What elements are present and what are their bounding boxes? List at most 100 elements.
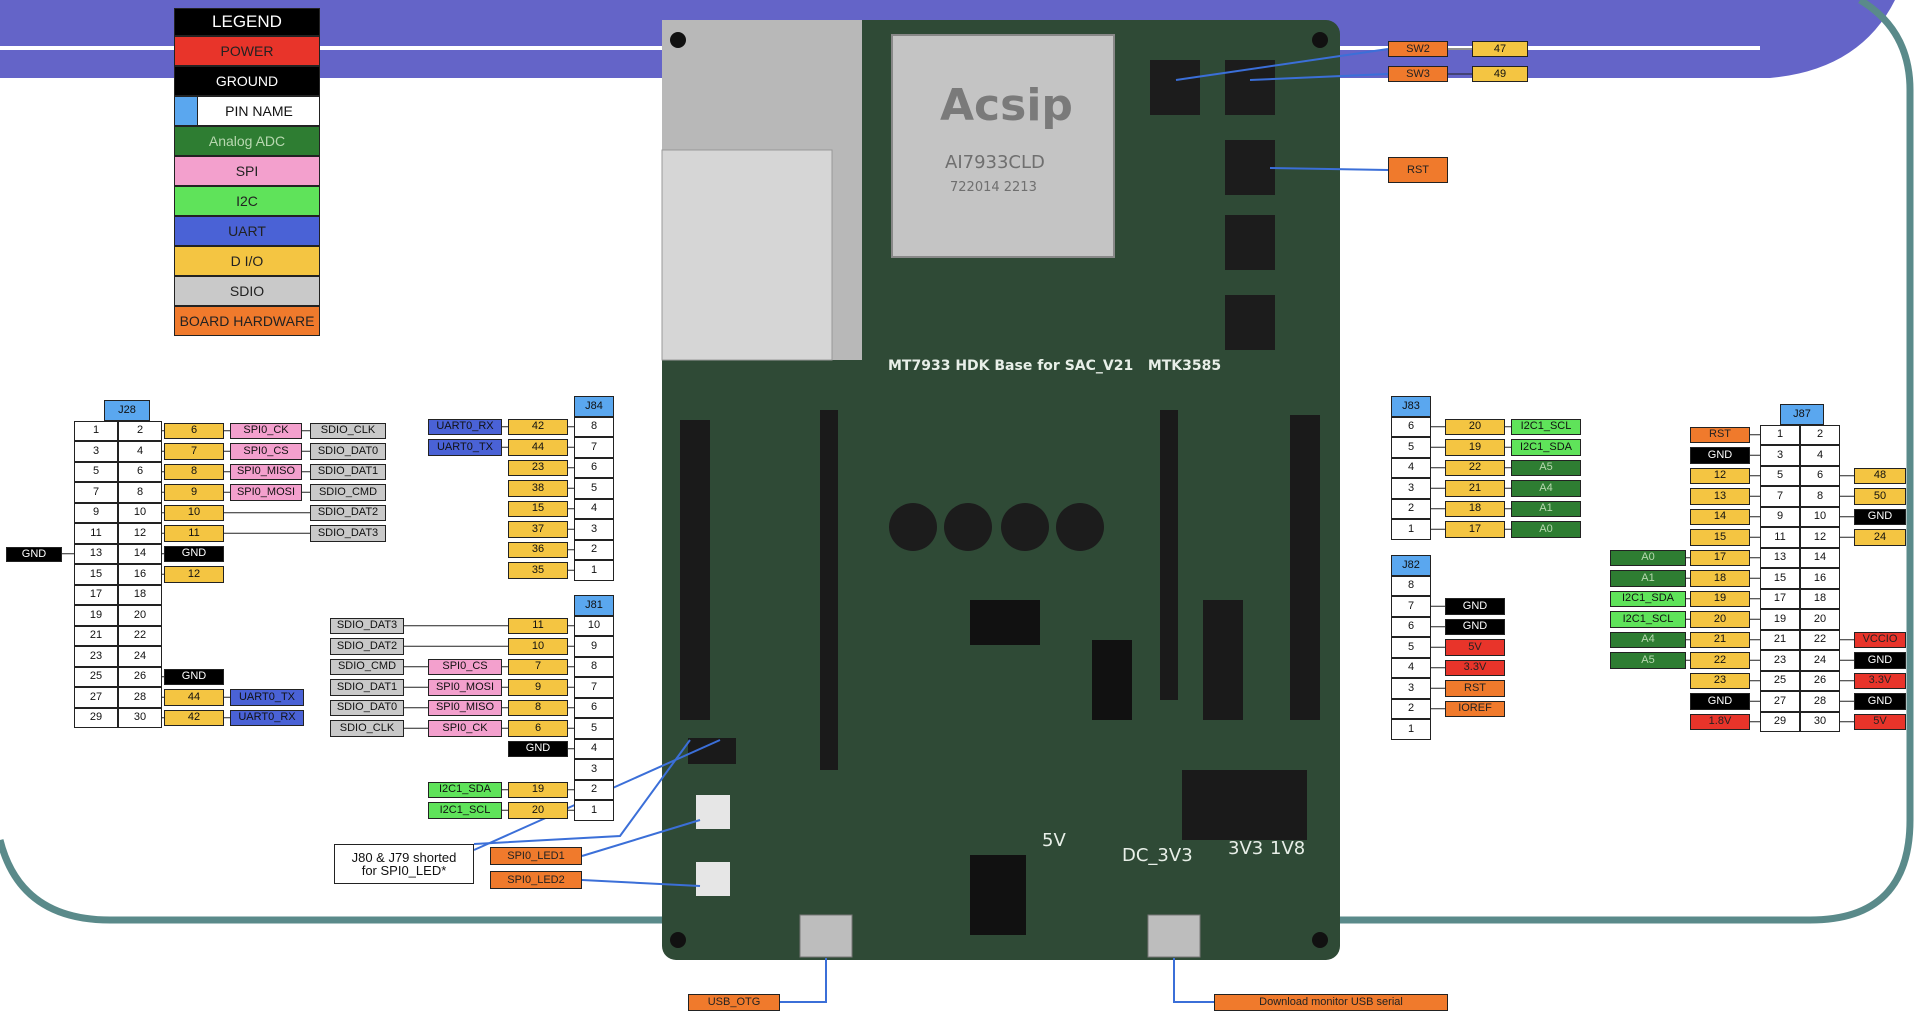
leader-line xyxy=(1269,167,1389,171)
j84-gpio-23: 23 xyxy=(508,459,568,476)
j81-pin-5: 5 xyxy=(574,718,614,739)
j28-pin-16: 16 xyxy=(118,564,162,585)
j81-pin-9: 9 xyxy=(574,636,614,657)
module-code: 722014 2213 xyxy=(950,180,1037,195)
j87-header-title: J87 xyxy=(1780,404,1824,425)
j81-sdio-sdio_dat3: SDIO_DAT3 xyxy=(330,617,404,634)
j81-sdio-sdio_dat2: SDIO_DAT2 xyxy=(330,638,404,655)
j81-pin-10: 10 xyxy=(574,615,614,636)
rst-label: RST xyxy=(1388,157,1448,183)
j28-sdio-sdio_dat1: SDIO_DAT1 xyxy=(310,463,386,480)
j28-pin-4: 4 xyxy=(118,441,162,462)
j83-pin-5: 5 xyxy=(1391,437,1431,458)
j83-gpio-17: 17 xyxy=(1445,521,1505,538)
j83-i2c-i2c1_scl: I2C1_SCL xyxy=(1511,418,1581,435)
legend-item-spi: SPI xyxy=(174,156,320,186)
j84-uart-uart0_tx: UART0_TX xyxy=(428,439,502,456)
j28-gnd: GND xyxy=(164,668,224,685)
j81-pin-2: 2 xyxy=(574,779,614,800)
j28-pin-11: 11 xyxy=(74,523,118,544)
j28-gpio-6: 6 xyxy=(164,422,224,439)
j28-sdio-sdio_dat2: SDIO_DAT2 xyxy=(310,504,386,521)
j87-gpio-20: 20 xyxy=(1690,611,1750,628)
j81-i2c-i2c1_scl: I2C1_SCL xyxy=(428,802,502,819)
legend-item-board-hardware: BOARD HARDWARE xyxy=(174,306,320,336)
j28-pin-14: 14 xyxy=(118,543,162,564)
j81-gnd: GND xyxy=(508,740,568,757)
j87-pin-20: 20 xyxy=(1800,609,1840,630)
leader-line xyxy=(473,739,691,845)
j87-gnd: GND xyxy=(1854,508,1906,525)
j82-header-title: J82 xyxy=(1391,555,1431,576)
j87-gpio-21: 21 xyxy=(1690,631,1750,648)
j87-pin-6: 6 xyxy=(1800,465,1840,486)
j81-spi-spi0_miso: SPI0_MISO xyxy=(428,699,502,716)
j81-sdio-sdio_cmd: SDIO_CMD xyxy=(330,658,404,675)
j84-uart-uart0_rx: UART0_RX xyxy=(428,418,502,435)
j82-hw-rst: RST xyxy=(1445,680,1505,697)
led2-label: SPI0_LED2 xyxy=(490,871,582,889)
j28-pin-19: 19 xyxy=(74,605,118,626)
j28-pin-21: 21 xyxy=(74,625,118,646)
j81-gpio-8: 8 xyxy=(508,699,568,716)
j84-gpio-42: 42 xyxy=(508,418,568,435)
j82-gnd: GND xyxy=(1445,598,1505,615)
j28-pin-30: 30 xyxy=(118,707,162,728)
j87-pin-17: 17 xyxy=(1760,588,1800,609)
leader-line xyxy=(581,819,701,857)
j28-pin-24: 24 xyxy=(118,646,162,667)
j87-pin-5: 5 xyxy=(1760,465,1800,486)
j84-pin-2: 2 xyxy=(574,539,614,560)
j28-pin-9: 9 xyxy=(74,502,118,523)
j28-pin-6: 6 xyxy=(118,461,162,482)
j28-pin-17: 17 xyxy=(74,584,118,605)
j87-hw-rst: RST xyxy=(1690,426,1750,443)
j87-pin-13: 13 xyxy=(1760,547,1800,568)
j83-header-title: J83 xyxy=(1391,396,1431,417)
j28-uart-uart0_rx: UART0_RX xyxy=(230,709,304,726)
j83-pin-1: 1 xyxy=(1391,519,1431,540)
j81-spi-spi0_mosi: SPI0_MOSI xyxy=(428,679,502,696)
j28-gpio-11: 11 xyxy=(164,525,224,542)
j83-gpio-21: 21 xyxy=(1445,480,1505,497)
j87-gpio-15: 15 xyxy=(1690,529,1750,546)
legend-item-ground: GROUND xyxy=(174,66,320,96)
j28-gpio-42: 42 xyxy=(164,709,224,726)
j28-header-title: J28 xyxy=(104,400,150,421)
j81-header-title: J81 xyxy=(574,595,614,616)
j83-adc-a5: A5 xyxy=(1511,459,1581,476)
j28-pin-18: 18 xyxy=(118,584,162,605)
j87-gpio-14: 14 xyxy=(1690,508,1750,525)
legend-item-sdio: SDIO xyxy=(174,276,320,306)
j28-sdio-sdio_cmd: SDIO_CMD xyxy=(310,484,386,501)
legend-item-uart: UART xyxy=(174,216,320,246)
j28-sdio-sdio_clk: SDIO_CLK xyxy=(310,422,386,439)
j87-pin-3: 3 xyxy=(1760,445,1800,466)
j82-pin-5: 5 xyxy=(1391,637,1431,658)
j81-gpio-7: 7 xyxy=(508,658,568,675)
j83-adc-a1: A1 xyxy=(1511,500,1581,517)
j87-pin-21: 21 xyxy=(1760,629,1800,650)
j81-sdio-sdio_dat0: SDIO_DAT0 xyxy=(330,699,404,716)
j28-pin-15: 15 xyxy=(74,564,118,585)
j87-gnd: GND xyxy=(1690,693,1750,710)
j28-pin-27: 27 xyxy=(74,687,118,708)
j82-pin-2: 2 xyxy=(1391,698,1431,719)
j81-spi-spi0_cs: SPI0_CS xyxy=(428,658,502,675)
j87-gnd: GND xyxy=(1690,447,1750,464)
j87-pin-25: 25 xyxy=(1760,670,1800,691)
j28-pin-26: 26 xyxy=(118,666,162,687)
j81-spi-spi0_ck: SPI0_CK xyxy=(428,720,502,737)
j82-pin-6: 6 xyxy=(1391,616,1431,637)
j82-hw-ioref: IOREF xyxy=(1445,700,1505,717)
leader-line xyxy=(1175,48,1389,81)
j87-power-3.3v: 3.3V xyxy=(1854,672,1906,689)
j28-sdio-sdio_dat0: SDIO_DAT0 xyxy=(310,443,386,460)
j84-pin-4: 4 xyxy=(574,498,614,519)
j28-pin-20: 20 xyxy=(118,605,162,626)
j84-gpio-44: 44 xyxy=(508,439,568,456)
j83-pin-2: 2 xyxy=(1391,498,1431,519)
legend-title: LEGEND xyxy=(174,8,320,36)
j87-pin-14: 14 xyxy=(1800,547,1840,568)
j28-uart-uart0_tx: UART0_TX xyxy=(230,689,304,706)
